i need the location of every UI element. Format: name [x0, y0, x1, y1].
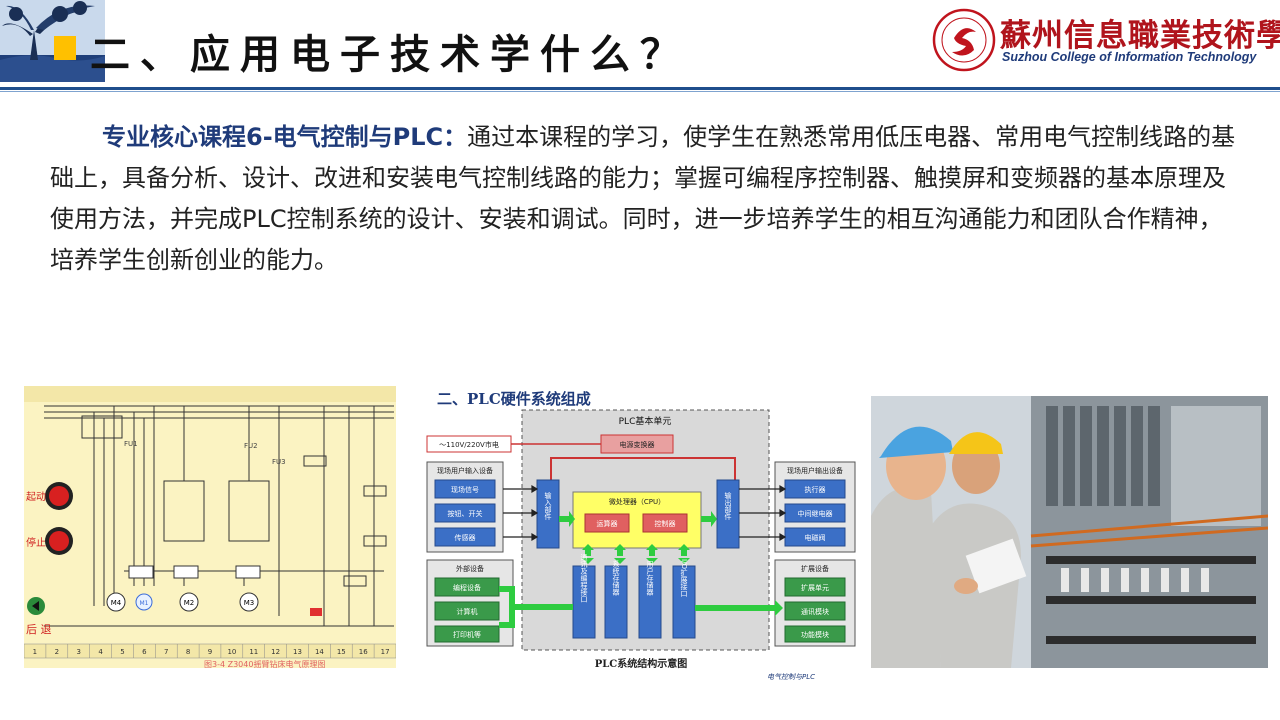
- circuit-column-number: 10: [227, 648, 236, 656]
- motor-label: M3: [244, 599, 255, 607]
- fuse-label: FU3: [272, 458, 286, 466]
- circuit-column-number: 4: [98, 648, 103, 656]
- course-title: 专业核心课程6-电气控制与PLC：: [102, 123, 468, 151]
- fuse-label: FU2: [244, 442, 258, 450]
- expansion-group-title: 扩展设备: [801, 564, 829, 573]
- circuit-column-number: 12: [271, 648, 280, 656]
- circuit-column-number: 8: [186, 648, 190, 656]
- expansion-device: 功能模块: [801, 630, 829, 639]
- expansion-device: 通讯模块: [801, 607, 829, 616]
- external-device: 计算机: [457, 607, 478, 616]
- circuit-column-number: 15: [337, 648, 346, 656]
- circuit-column-number: 11: [249, 648, 258, 656]
- circuit-caption: 图3-4 Z3040摇臂钻床电气原理图: [204, 659, 325, 668]
- circuit-column-number: 16: [359, 648, 368, 656]
- technicians-photo: [871, 396, 1268, 668]
- input-module: 输入部件: [544, 491, 552, 521]
- controller-label: 控制器: [655, 519, 676, 528]
- circuit-column-number: 6: [142, 648, 147, 656]
- interface-block: 用户存储器: [646, 561, 654, 597]
- header-divider: [0, 87, 1280, 90]
- circuit-column-number: 14: [315, 648, 324, 656]
- cpu-label: 微处理器（CPU）: [609, 497, 665, 506]
- school-name-chinese: 蘇州信息職業技術學院: [1000, 18, 1280, 54]
- plc-unit-title: PLC基本单元: [619, 415, 672, 427]
- interface-block: 通讯及编程接口: [580, 553, 588, 603]
- input-device: 现场信号: [451, 485, 479, 494]
- power-source: ～110V/220V市电: [439, 440, 499, 449]
- circuit-column-number: 3: [76, 648, 80, 656]
- slide-title: 二、应用电子技术学什么？: [90, 31, 690, 78]
- course-description-text: 通过本课程的学习，使学生在熟悉常用低压电器、常用电气控制线路的基础上，具备分析、…: [50, 123, 1236, 274]
- output-device: 中间继电器: [798, 509, 833, 518]
- output-group-title: 现场用户输出设备: [787, 466, 843, 475]
- input-device: 按钮、开关: [448, 509, 483, 518]
- fuse-label: FU1: [124, 440, 138, 448]
- tree-logo-icon: [0, 0, 105, 82]
- school-emblem-icon: [932, 8, 996, 72]
- plc-caption: PLC系统结构示意图: [595, 657, 688, 670]
- plc-structure-diagram: 二、PLC硬件系统组成 PLC基本单元 ～110V/220V市电 电源变换器 现…: [425, 380, 857, 682]
- circuit-column-number: 1: [33, 648, 37, 656]
- circuit-column-number: 7: [164, 648, 168, 656]
- circuit-column-number: 9: [208, 648, 212, 656]
- input-device: 传感器: [455, 533, 476, 542]
- stop-button-label: 停止: [26, 536, 46, 549]
- retreat-label: 后 退: [26, 623, 52, 636]
- plc-watermark: 电气控制与PLC: [767, 673, 815, 681]
- output-device: 执行器: [805, 485, 826, 494]
- interface-block: I/O扩展接口: [680, 559, 688, 597]
- title-bullet: [54, 36, 76, 60]
- input-group-title: 现场用户输入设备: [437, 466, 493, 475]
- power-converter: 电源变换器: [620, 440, 655, 449]
- expansion-device: 扩展单元: [801, 583, 829, 592]
- output-module: 输出部件: [724, 491, 732, 521]
- alu-label: 运算器: [597, 519, 618, 528]
- circuit-column-number: 2: [55, 648, 59, 656]
- motor-label: M1: [140, 600, 149, 607]
- course-description: 专业核心课程6-电气控制与PLC：通过本课程的学习，使学生在熟悉常用低压电器、常…: [50, 117, 1240, 281]
- output-device: 电磁阀: [805, 533, 826, 542]
- motor-label: M4: [111, 599, 122, 607]
- school-name-english: Suzhou College of Information Technology: [1002, 50, 1257, 64]
- motor-label: M2: [184, 599, 195, 607]
- interface-block: 系统存储器: [612, 560, 620, 597]
- slide-header: 二、应用电子技术学什么？ 蘇州信息職業技術學院 Suzhou College o…: [0, 0, 1280, 92]
- circuit-column-number: 13: [293, 648, 302, 656]
- circuit-column-number: 17: [381, 648, 390, 656]
- plc-heading: 二、PLC硬件系统组成: [437, 390, 591, 408]
- external-group-title: 外部设备: [456, 564, 484, 573]
- start-button-label: 起动: [26, 491, 46, 503]
- external-device: 打印机等: [453, 630, 481, 639]
- circuit-column-number: 5: [120, 648, 124, 656]
- header-divider-thin: [0, 91, 1280, 92]
- external-device: 编程设备: [453, 583, 481, 592]
